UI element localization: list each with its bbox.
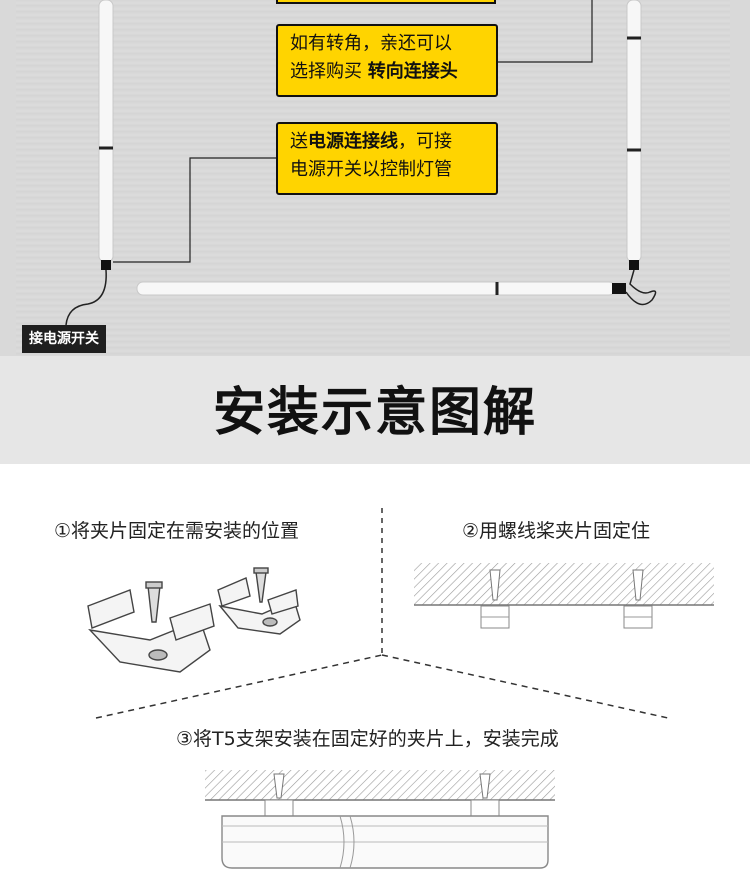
led-tube-layout xyxy=(65,0,657,326)
callout-corner-line1: 如有转角，亲还可以 xyxy=(290,33,452,54)
bottom-tube-endcap xyxy=(612,283,626,294)
step2-label: ②用螺线桨夹片固定住 xyxy=(462,520,651,542)
step3-label: ③将T5支架安装在固定好的夹片上，安装完成 xyxy=(176,728,559,750)
step1-clip-large xyxy=(87,581,215,673)
section-title-band: 安装示意图解 xyxy=(0,356,750,464)
product-photo: 如有转角，亲还可以 选择购买 转向连接头 送电源连接线，可接 电源开关以控制灯管… xyxy=(0,0,750,356)
leader-line-corner xyxy=(498,0,593,63)
power-cord-left xyxy=(65,269,107,326)
callout-corner-line2: 选择购买 转向连接头 xyxy=(290,61,458,82)
step3-ceiling-fixture xyxy=(205,770,555,869)
callout-power-line2: 电源开关以控制灯管 xyxy=(290,159,452,180)
leader-line-power xyxy=(113,157,276,263)
step2-ceiling xyxy=(414,563,714,629)
divider-diagonal-left xyxy=(95,654,383,719)
callout-power-cable: 送电源连接线，可接 电源开关以控制灯管 xyxy=(276,122,498,195)
section-title: 安装示意图解 xyxy=(212,383,537,443)
power-switch-label: 接电源开关 xyxy=(22,325,106,353)
step1-label: ①将夹片固定在需安装的位置 xyxy=(54,520,300,542)
step1-clip-small xyxy=(217,567,301,635)
callout-top-partial xyxy=(276,0,496,4)
divider-diagonal-right xyxy=(381,654,669,719)
callout-corner-connector: 如有转角，亲还可以 选择购买 转向连接头 xyxy=(276,24,498,97)
right-tube-endcap xyxy=(629,260,639,270)
connector-cord-right xyxy=(625,269,657,306)
callout-power-line1: 送电源连接线，可接 xyxy=(290,131,452,152)
left-tube-endcap xyxy=(101,260,111,270)
